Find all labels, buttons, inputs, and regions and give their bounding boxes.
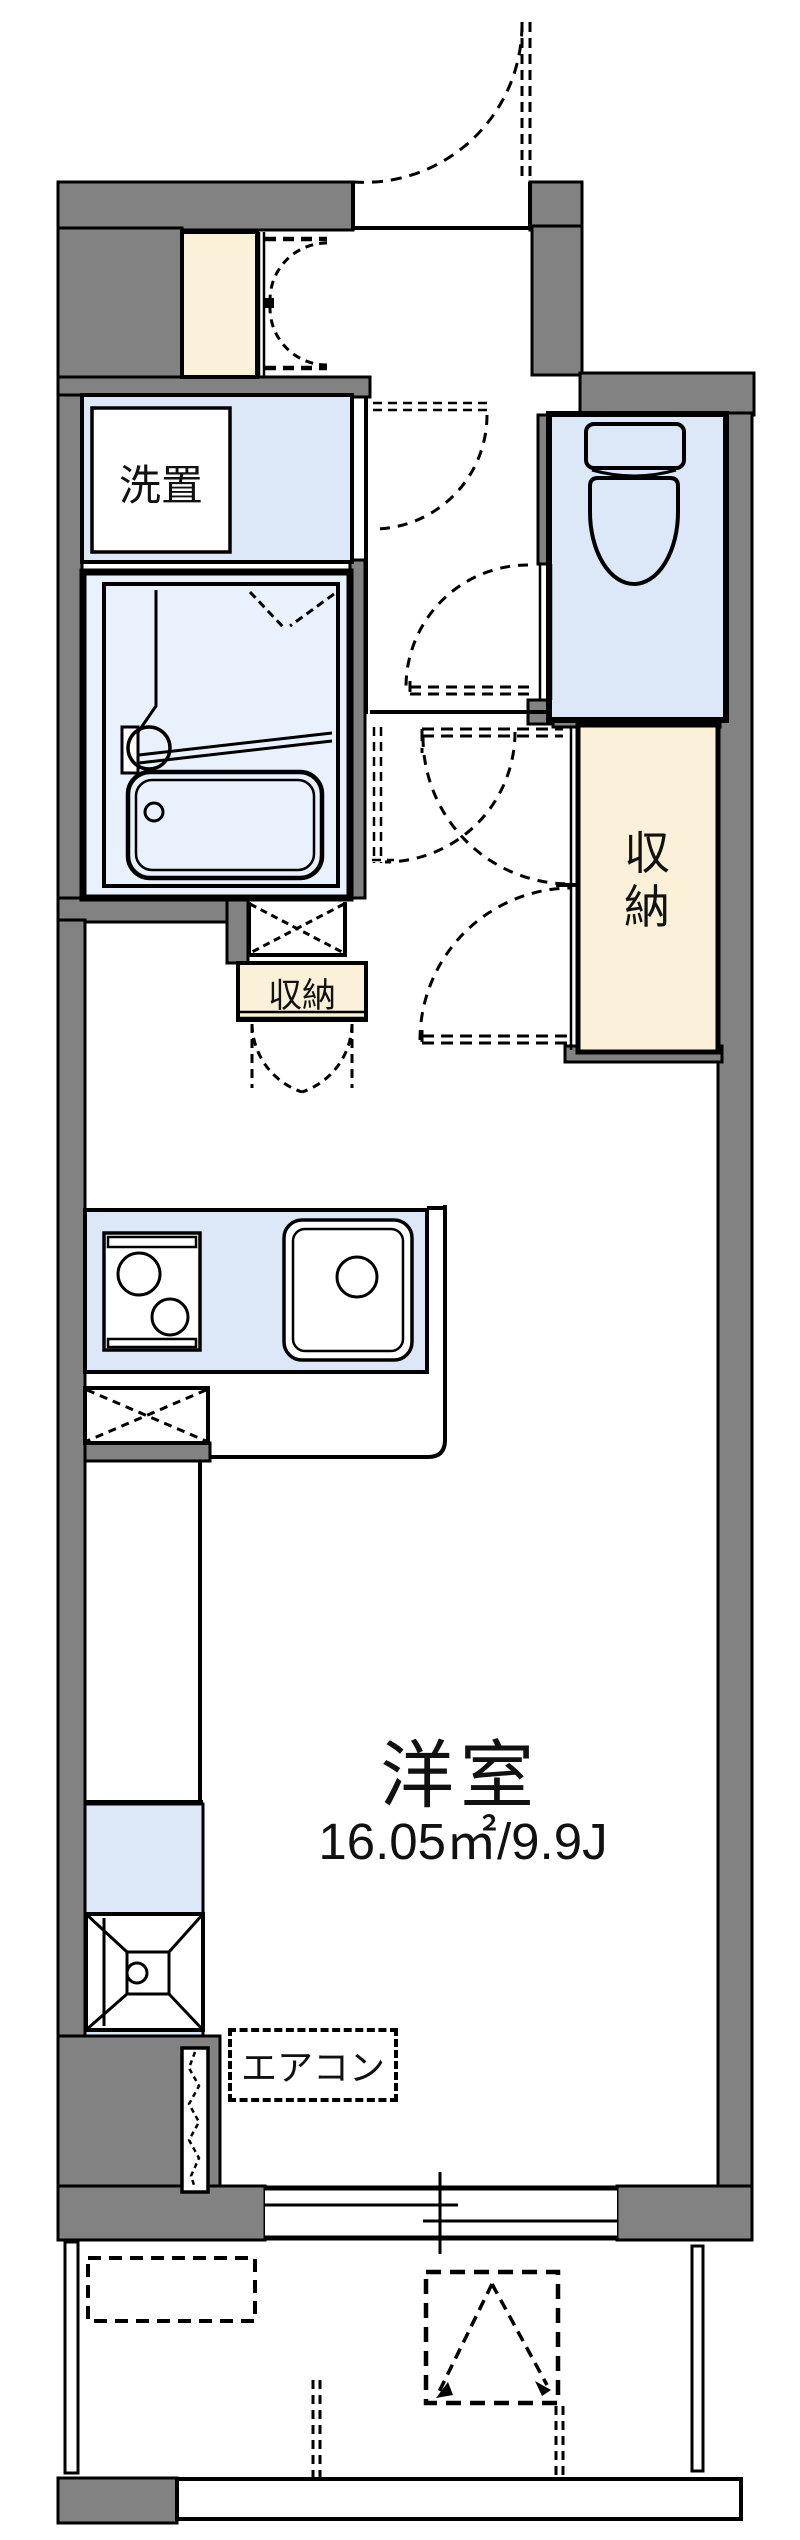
kitchen-return-edge (210, 1205, 447, 1459)
bathtub-drain (143, 801, 165, 823)
bath-door-frame (247, 902, 347, 957)
pipe-slot (180, 2046, 210, 2194)
left-strip (83, 1461, 210, 2194)
toilet-door-leaf (408, 681, 533, 699)
wall-left-lower (56, 918, 87, 2040)
laundry-room (80, 393, 354, 564)
evac-hatch-box (423, 2269, 561, 2406)
corridor-door-arc (372, 414, 489, 531)
bathtub-inner (134, 778, 316, 872)
storage-large-label: 収納 (624, 827, 670, 934)
storage-large-floor (575, 722, 721, 1055)
bathtub (125, 769, 325, 881)
sink (282, 1218, 414, 1362)
evac-hatch-arrow-right (535, 2381, 551, 2396)
storage-large (372, 722, 721, 1055)
aircon-box: エアコン (228, 2028, 398, 2102)
bathroom-inner-frame (102, 582, 340, 888)
shoe-storage (180, 230, 259, 379)
balcony-rail-right (690, 2244, 705, 2473)
main-room-label: 洋室 (380, 1734, 540, 1817)
washer-space (90, 406, 232, 554)
bath-faucet (126, 725, 172, 771)
wall-toilet-top-band (578, 371, 756, 417)
storage-small-front-lines (240, 1010, 364, 1020)
wall-top-right-corner (528, 180, 584, 232)
storage-small-label: 収納 (268, 977, 336, 1015)
stove-grate-top (106, 1235, 198, 1249)
toilet-bowl (588, 476, 680, 586)
bathroom (79, 568, 354, 957)
wall-left-mid (56, 393, 84, 900)
corridor-doors (364, 397, 552, 714)
stove-burner-1 (116, 1251, 162, 1297)
main-room-size-label: 16.05㎡/9.9J (318, 1813, 608, 1870)
storage-large-front-lines (569, 727, 579, 1050)
utility-sink-slopes (84, 1912, 205, 2032)
entrance (180, 22, 532, 379)
storage-door-left-leaf (372, 727, 394, 863)
balcony-divider-mid (311, 2380, 322, 2481)
wall-bath-bottom (56, 896, 250, 924)
balcony-dashed-area (86, 2256, 257, 2323)
wall-bottom-left (56, 2184, 267, 2242)
corridor-door-leaf (373, 401, 487, 412)
bath-door-x (249, 902, 345, 955)
balcony (63, 2240, 743, 2521)
storage-door-bottom-leaf (420, 1030, 570, 1048)
toilet-tank (584, 422, 686, 470)
wall-balcony-block (56, 2476, 179, 2525)
corridor-left-wall-line (364, 397, 552, 714)
toilet-door-arc (404, 563, 529, 688)
strip-wall-line (85, 1461, 203, 1804)
shoe-bifold-leaves (265, 236, 327, 371)
storage-small (236, 961, 368, 1094)
stove-grate-bottom (106, 1337, 198, 1349)
wall-right-column (530, 224, 584, 377)
bath-counter-edge (129, 731, 333, 766)
storage-door-arc3 (418, 886, 571, 1041)
fridge-space-x (86, 1388, 207, 1443)
sink-inner (291, 1227, 405, 1353)
storage-door-arc2 (384, 731, 517, 864)
balcony-rail-bottom (175, 2477, 743, 2521)
stove-burner-2 (150, 1297, 190, 1337)
balcony-rail-left (63, 2240, 80, 2475)
utility-sink-drain (125, 1961, 149, 1985)
toilet-room (404, 411, 729, 723)
wall-bath-step (225, 896, 250, 965)
entrance-jambs (351, 182, 532, 230)
bath-corner-marks (248, 590, 335, 630)
laundry-label: 洗置 (118, 462, 203, 509)
wall-entry-left (56, 226, 184, 381)
storage-door-arc1 (421, 736, 571, 886)
main-window (265, 2172, 617, 2254)
entrance-door-leaf (520, 22, 532, 182)
storage-small-floor (236, 961, 368, 1022)
evac-hatch-triangle (436, 2283, 549, 2395)
shoe-bifold-pivot (264, 298, 274, 308)
wall-bottom-right (615, 2184, 754, 2242)
evac-hatch-arrow-left (436, 2382, 453, 2398)
window-glass-lines (265, 2203, 617, 2223)
shoe-storage-front-lines (257, 232, 266, 377)
wall-fridge-band (83, 1441, 212, 1463)
toilet-floor (546, 411, 729, 723)
toilet-door-gap (538, 564, 553, 700)
wall-top-left (56, 180, 355, 232)
storage-small-arcs (250, 1023, 354, 1094)
shoe-bifold-arcs (268, 241, 328, 367)
balcony-divider-right (554, 2406, 565, 2481)
storage-small-leaves (250, 1024, 354, 1088)
storage-door-top-leaf (420, 727, 563, 753)
sink-drain (335, 1255, 379, 1299)
entrance-door-swing-arc (352, 24, 524, 184)
aircon-label: エアコン (240, 2047, 385, 2088)
kitchen (83, 1205, 447, 1459)
